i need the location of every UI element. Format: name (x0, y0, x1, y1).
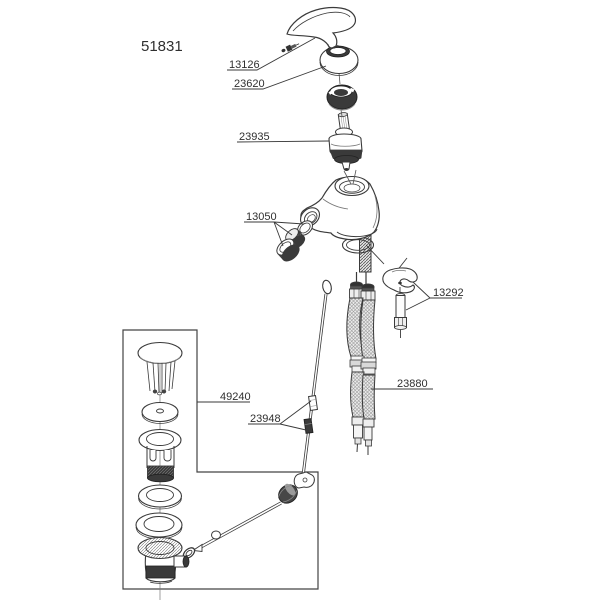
handle-dome-cap (319, 45, 359, 76)
part-label-49240: 49240 (220, 391, 251, 403)
leader-23935 (236, 140, 330, 143)
strainer-flange (138, 428, 182, 483)
part-label-13292: 13292 (433, 287, 464, 299)
drain-assembly-box (122, 329, 319, 590)
sealing-washer-lower (135, 512, 183, 540)
plug-washer (141, 401, 179, 424)
rod-couplings (303, 395, 319, 434)
leader-13050 (244, 221, 305, 247)
pop-up-plug (137, 341, 183, 396)
part-label-23935: 23935 (239, 131, 270, 143)
drawing-number: 51831 (141, 38, 183, 55)
handle-screw (281, 43, 300, 53)
mounting-stud (394, 287, 407, 338)
cartridge (328, 112, 363, 185)
leader-lines (197, 37, 462, 431)
leader-13126 (227, 37, 316, 71)
pop-up-rod (301, 279, 332, 477)
leader-13292 (405, 281, 462, 311)
drain-body (137, 536, 190, 584)
leader-23948 (248, 400, 312, 431)
part-label-23620: 23620 (234, 78, 265, 90)
spout-aerator-parts (276, 220, 313, 262)
leader-23620 (232, 65, 327, 90)
part-label-13126: 13126 (229, 59, 260, 71)
stack-centerline-1 (338, 72, 341, 85)
mounting-ring-nut (326, 84, 358, 111)
handle-lever (286, 6, 357, 50)
sealing-washer-upper (137, 484, 183, 510)
supply-hoses (346, 281, 377, 455)
part-label-23880: 23880 (397, 378, 428, 390)
threaded-shank (355, 232, 372, 287)
part-label-13050: 13050 (246, 211, 277, 223)
ball-rod-assembly (182, 471, 315, 559)
mounting-clamp (365, 244, 418, 294)
pivot-cap-nut (278, 483, 298, 504)
part-label-23948: 23948 (250, 413, 281, 425)
stack-centerline-2 (340, 109, 343, 117)
part-labels: 51831 13126 23620 23935 13050 13292 2388… (141, 38, 464, 425)
